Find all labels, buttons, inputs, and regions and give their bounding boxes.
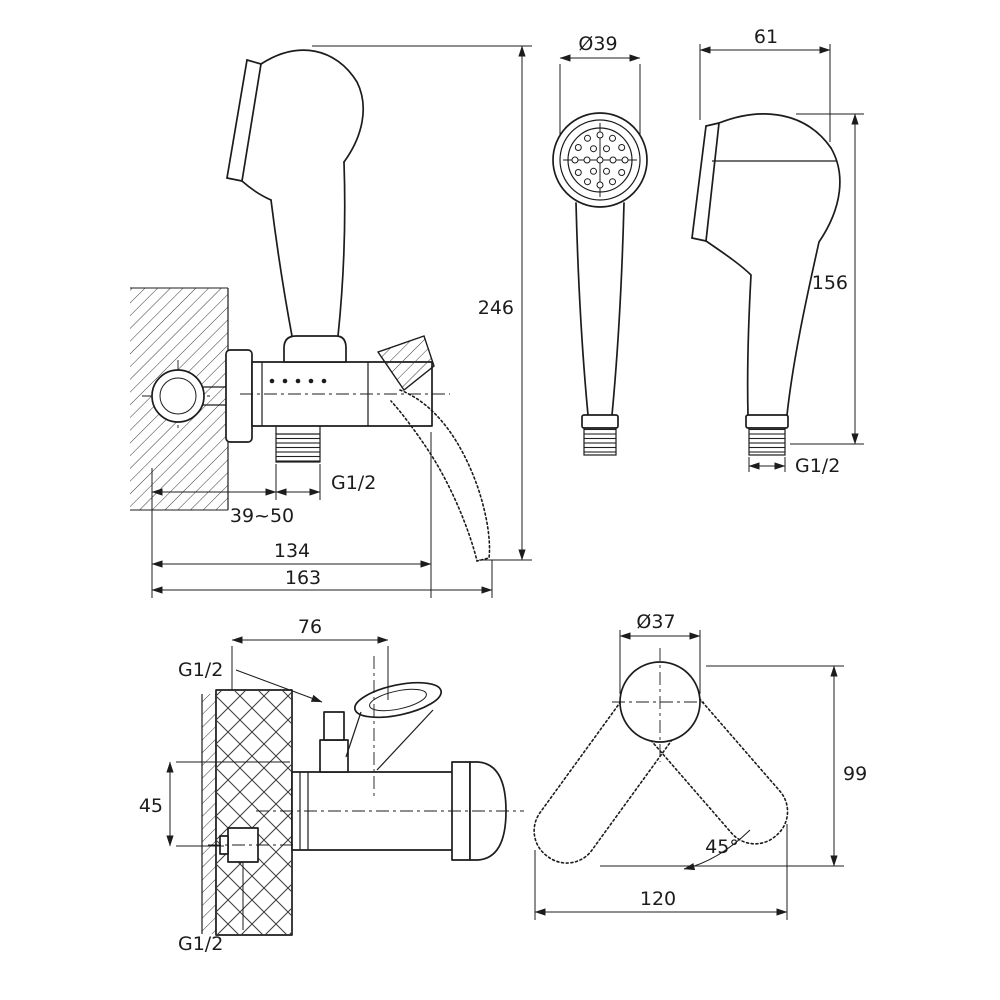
dim-wall-range: 39~50 (151, 464, 321, 598)
dim-label-head-height: 156 (812, 272, 848, 294)
dim-bottom-thread: G1/2 (178, 862, 244, 955)
dim-label-depth: 76 (298, 616, 322, 638)
dim-label-wall-range: 39~50 (230, 505, 294, 527)
dim-face-diameter: Ø39 (559, 33, 641, 136)
dim-label-top-thread: G1/2 (178, 659, 223, 681)
supply-elbow (142, 360, 227, 432)
dim-label-bottom-thread: G1/2 (178, 933, 223, 955)
control-lever (390, 389, 491, 562)
dim-length: 99 (600, 665, 867, 867)
dim-label-face-diameter: Ø39 (578, 33, 617, 55)
shower-handle-front (575, 202, 625, 456)
inlet-port (208, 827, 296, 863)
outlet-thread (275, 426, 321, 463)
diverter-knob (376, 335, 435, 392)
dim-body-length: 134 (151, 432, 432, 598)
shower-head-front-view: Ø39 (552, 33, 648, 456)
shower-holder (283, 335, 347, 363)
dim-port-offset: 45 (139, 761, 290, 847)
dim-width: 120 (534, 824, 788, 920)
wall-section-top (201, 694, 217, 934)
shower-holder-port (319, 681, 443, 773)
hand-shower (226, 49, 364, 337)
dim-total-height: 246 (312, 45, 532, 561)
lever-top-view: Ø37 99 45° 120 (533, 611, 867, 920)
shower-head-side-view: 61 156 G1/2 (691, 26, 864, 477)
dim-label-hose-thread: G1/2 (795, 455, 840, 477)
spray-face (552, 112, 648, 208)
dim-label-cap-diameter: Ø37 (636, 611, 675, 633)
dim-label-total-height: 246 (478, 297, 514, 319)
dim-head-height: 156 (790, 113, 864, 445)
dim-label-total-length: 163 (285, 567, 321, 589)
mixer-top-view: 76 G1/2 45 G1/2 (139, 616, 524, 955)
dim-head-width: 61 (699, 26, 831, 142)
dim-label-width: 120 (640, 888, 676, 910)
hand-shower-side (691, 113, 841, 456)
dim-outlet-thread: G1/2 (275, 472, 376, 496)
dim-label-outlet-thread: G1/2 (331, 472, 376, 494)
dim-top-thread: G1/2 (178, 659, 323, 703)
dim-label-swing-angle: 45° (705, 836, 739, 858)
assembly-side-view: 246 39~50 G1/2 134 163 (130, 45, 532, 598)
dim-swing-angle: 45° (683, 829, 751, 871)
dim-label-length: 99 (843, 763, 867, 785)
dim-cap-diameter: Ø37 (619, 611, 701, 694)
dim-label-port-offset: 45 (139, 795, 163, 817)
dim-total-length: 163 (151, 560, 493, 598)
dim-label-head-width: 61 (754, 26, 778, 48)
dim-hose-thread: G1/2 (748, 455, 840, 477)
dim-depth: 76 (231, 616, 389, 700)
dim-label-body-length: 134 (274, 540, 310, 562)
mounting-plate (215, 689, 293, 936)
